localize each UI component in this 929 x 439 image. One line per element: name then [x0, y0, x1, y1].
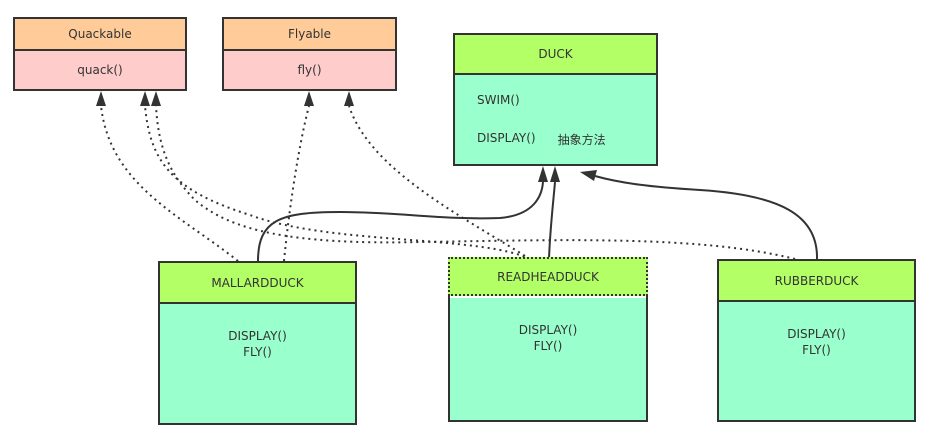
fly-method: FLY()	[533, 339, 563, 353]
redhead-to-flyable-arrowhead	[344, 91, 354, 106]
rubber-to-duck-link[interactable]	[594, 175, 819, 260]
fly-method: FLY()	[802, 343, 831, 357]
duck-methods: SWIM() DISPLAY() 抽象方法	[455, 75, 656, 164]
display-method: DISPLAY()	[518, 323, 578, 337]
readheadduck-class[interactable]: READHEADDUCK DISPLAY() FLY()	[448, 257, 648, 422]
mallard-to-quackable-link[interactable]	[100, 105, 239, 262]
readheadduck-header: READHEADDUCK	[448, 257, 648, 296]
rubber-to-quackable-arrowhead	[151, 91, 161, 106]
mallard-to-quackable-arrowhead	[96, 91, 106, 106]
display-method-row: DISPLAY() 抽象方法	[477, 131, 606, 148]
rubberduck-header: RUBBERDUCK	[719, 261, 914, 302]
swim-method: SWIM()	[477, 93, 520, 107]
fly-method: fly()	[297, 63, 322, 77]
display-method: DISPLAY()	[228, 329, 287, 343]
mallard-to-flyable-arrowhead	[304, 91, 314, 106]
mallardduck-methods: DISPLAY() FLY()	[160, 304, 355, 423]
rubberduck-class[interactable]: RUBBERDUCK DISPLAY() FLY()	[717, 259, 916, 422]
flyable-methods: fly()	[224, 51, 395, 89]
redhead-to-duck-arrowhead	[550, 166, 560, 182]
quack-method: quack()	[77, 63, 123, 77]
fly-method: FLY()	[243, 345, 272, 359]
redhead-to-duck-link[interactable]	[548, 181, 556, 260]
redhead-to-quackable-arrowhead	[140, 91, 150, 106]
rubberduck-methods: DISPLAY() FLY()	[719, 302, 914, 420]
rubber-to-duck-arrowhead	[580, 170, 597, 181]
mallard-to-flyable-link[interactable]	[283, 105, 310, 262]
duck-class[interactable]: DUCK SWIM() DISPLAY() 抽象方法	[453, 33, 658, 166]
mallard-to-duck-arrowhead	[538, 166, 548, 182]
readheadduck-methods: DISPLAY() FLY()	[450, 298, 646, 420]
duck-header: DUCK	[455, 35, 656, 75]
quackable-methods: quack()	[15, 51, 185, 89]
abstract-method-note: 抽象方法	[557, 133, 606, 147]
flyable-header: Flyable	[224, 19, 395, 51]
display-method: DISPLAY()	[787, 327, 846, 341]
display-method: DISPLAY()	[477, 131, 536, 145]
quackable-header: Quackable	[15, 19, 185, 51]
mallardduck-header: MALLARDDUCK	[160, 263, 355, 304]
quackable-interface[interactable]: Quackable quack()	[13, 17, 187, 91]
flyable-interface[interactable]: Flyable fly()	[222, 17, 397, 91]
mallardduck-class[interactable]: MALLARDDUCK DISPLAY() FLY()	[158, 261, 357, 425]
mallard-to-duck-link[interactable]	[257, 181, 544, 262]
